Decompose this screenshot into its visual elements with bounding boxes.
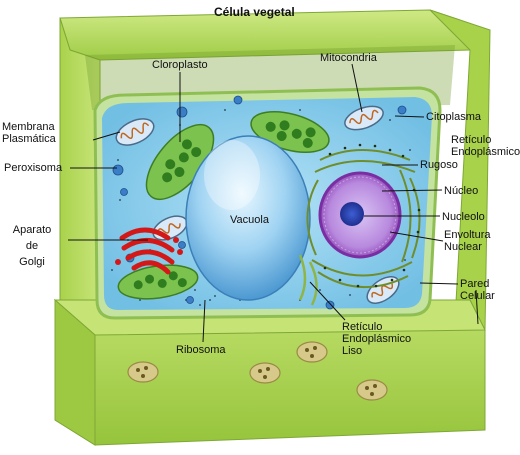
label-ribosoma: Ribosoma: [176, 344, 226, 356]
vacuole: [185, 135, 311, 301]
label-rel-line3: Liso: [342, 345, 363, 357]
label-membrana-line1: Membrana: [2, 121, 55, 133]
leader-lines: [68, 63, 479, 343]
label-pared: Pared Celular: [460, 278, 495, 302]
label-envoltura: Envoltura Nuclear: [444, 229, 490, 253]
label-golgi-line2: de: [25, 240, 39, 252]
label-rel: Retículo Endoplásmico Liso: [342, 321, 411, 357]
label-pared-line1: Pared: [460, 278, 490, 290]
label-membrana-line2: Plasmática: [2, 133, 56, 145]
label-envoltura-line1: Envoltura: [444, 229, 491, 241]
label-cloroplasto: Cloroplasto: [152, 59, 208, 71]
label-pared-line2: Celular: [460, 290, 495, 302]
label-golgi-line1: Aparato: [12, 224, 52, 236]
label-envoltura-line2: Nuclear: [444, 241, 482, 253]
label-vacuola: Vacuola: [230, 214, 269, 226]
plasmodesmata: [127, 341, 388, 401]
label-rel-line2: Endoplásmico: [342, 333, 412, 345]
label-golgi-line3: Golgi: [19, 256, 45, 268]
label-rel-line1: Retículo: [342, 321, 383, 333]
label-nucleo: Núcleo: [444, 185, 479, 197]
label-peroxisoma: Peroxisoma: [4, 162, 63, 174]
rough-er-ribosomes: [323, 143, 421, 288]
label-mitocondria: Mitocondria: [320, 52, 377, 64]
nucleus: [318, 171, 402, 259]
label-membrana: Membrana Plasmática: [2, 121, 56, 145]
label-rer-rugoso: Rugoso: [420, 159, 458, 171]
nucleolus: [340, 202, 364, 226]
label-golgi: Aparato de Golgi: [6, 224, 58, 268]
label-rer-line1: Retículo: [451, 134, 492, 146]
label-nucleolo: Nucleolo: [442, 211, 485, 223]
label-citoplasma: Citoplasma: [426, 111, 482, 123]
label-rer: Retículo Endoplásmico: [451, 134, 520, 158]
label-rer-line2: Endoplásmico: [451, 146, 520, 158]
diagram-title: Célula vegetal: [214, 5, 295, 19]
smooth-er: [298, 254, 318, 306]
